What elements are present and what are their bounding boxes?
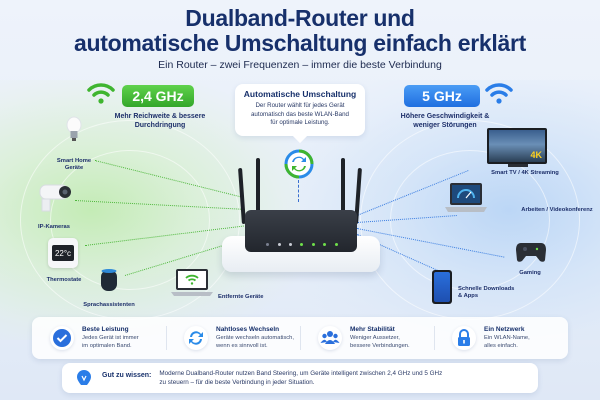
laptop-speed-icon xyxy=(445,183,487,212)
text-line: Ein WLAN-Name, xyxy=(484,335,530,341)
tip-box: Gut zu wissen: Moderne Dualband-Router n… xyxy=(62,363,538,393)
label-line: Geräte xyxy=(64,165,84,171)
label-line: & Apps xyxy=(458,293,479,299)
device-label-smart-home: Smart Home Geräte xyxy=(46,158,102,172)
desc-line: Höhere Geschwindigkeit & xyxy=(400,113,490,120)
device-label-remote-devices: Entfernte Geräte xyxy=(218,294,264,300)
band-steering-sync-icon xyxy=(284,149,314,179)
band-24ghz-description: Mehr Reichweite & bessere Durchdringung xyxy=(100,112,220,130)
tv-screen: 4K xyxy=(489,130,545,162)
router-led-panel xyxy=(262,238,342,250)
phone-screen xyxy=(434,272,450,302)
light-bulb-icon xyxy=(66,116,82,141)
connector-line xyxy=(298,180,299,202)
lightbulb-tip-icon xyxy=(77,370,91,385)
text-line: alles einfach. xyxy=(484,342,518,349)
signal-ring xyxy=(50,150,210,290)
feature-seamless-switching: Nahtloses Wechseln Geräte wechseln autom… xyxy=(166,317,300,359)
lock-icon xyxy=(452,326,476,350)
text-line: Weniger Aussetzer, xyxy=(350,335,400,341)
feature-more-stability: Mehr Stabilität Weniger Aussetzer, besse… xyxy=(300,317,434,359)
text-line: Moderne Dualband-Router nutzen Band Stee… xyxy=(159,370,443,377)
gamepad-icon xyxy=(516,243,546,262)
laptop-wifi-icon xyxy=(171,269,213,296)
features-bar: Beste Leistung Jedes Gerät ist immer im … xyxy=(32,317,568,359)
signal-ring xyxy=(390,150,550,290)
text-line: Geräte wechseln automatisch, xyxy=(216,335,294,341)
title-line-1: Dualband-Router und xyxy=(185,5,415,31)
led-indicator xyxy=(277,242,281,246)
thermostat-display: 22°c xyxy=(52,245,74,261)
device-label-work-video: Arbeiten / Videokonferenz xyxy=(521,207,593,213)
feature-text: Jedes Gerät ist immer im optimalen Band. xyxy=(82,335,139,350)
feature-best-performance: Beste Leistung Jedes Gerät ist immer im … xyxy=(32,317,166,359)
led-indicator xyxy=(289,242,293,246)
auto-switch-title: Automatische Umschaltung xyxy=(243,89,357,99)
device-label-downloads: Schnelle Downloads & Apps xyxy=(458,286,518,300)
device-label-voice-assistants: Sprachassistenten xyxy=(83,302,135,308)
router-antenna xyxy=(256,158,260,214)
page-title: Dualband-Router und automatische Umschal… xyxy=(0,6,600,56)
led-indicator xyxy=(323,242,327,246)
label-line: Schnelle Downloads xyxy=(458,286,515,292)
device-label-ip-cameras: IP-Kameras xyxy=(38,224,70,230)
feature-title: Beste Leistung xyxy=(82,326,129,333)
feature-title: Ein Netzwerk xyxy=(484,326,525,333)
4k-badge: 4K xyxy=(530,150,542,160)
tip-label: Gut zu wissen: xyxy=(102,372,152,379)
text-line: bessere Verbindungen. xyxy=(350,342,410,349)
auto-switch-text: Der Router wählt für jedes Gerät automat… xyxy=(235,102,365,128)
tip-text: Moderne Dualband-Router nutzen Band Stee… xyxy=(159,369,442,387)
band-5ghz-badge: 5 GHz xyxy=(404,85,480,107)
desc-line: weniger Störungen xyxy=(413,122,477,129)
smartphone-icon xyxy=(432,270,452,304)
checkmark-icon xyxy=(50,326,74,350)
feature-text: Ein WLAN-Name, alles einfach. xyxy=(484,335,530,350)
label-line: Smart Home xyxy=(56,158,92,164)
text-line: im optimalen Band. xyxy=(82,342,132,349)
band-5ghz-description: Höhere Geschwindigkeit & weniger Störung… xyxy=(380,112,510,130)
feature-text: Weniger Aussetzer, bessere Verbindungen. xyxy=(350,335,410,350)
text-line: automatisch das beste WLAN-Band xyxy=(250,110,350,118)
security-camera-icon xyxy=(39,184,71,212)
text-line: wenn es sinnvoll ist. xyxy=(216,342,268,349)
feature-title: Mehr Stabilität xyxy=(350,326,395,333)
text-line: Jedes Gerät ist immer xyxy=(82,335,139,341)
text-line: zu steuern – für die beste Verbindung in… xyxy=(159,379,315,386)
tv-icon: 4K xyxy=(487,128,547,164)
sync-icon xyxy=(184,326,208,350)
users-icon xyxy=(318,326,342,350)
device-label-gaming: Gaming xyxy=(519,270,541,276)
desc-line: Durchdringung xyxy=(134,122,186,129)
smart-speaker-icon xyxy=(101,269,117,291)
device-label-thermostats: Thermostate xyxy=(46,277,82,283)
feature-title: Nahtloses Wechseln xyxy=(216,326,280,333)
device-label-smart-tv: Smart TV / 4K Streaming xyxy=(491,170,559,176)
wifi-green-icon xyxy=(87,83,115,104)
desc-line: Mehr Reichweite & bessere xyxy=(114,113,206,120)
thermostat-icon: 22°c xyxy=(48,238,78,268)
band-24ghz-badge: 2,4 GHz xyxy=(122,85,194,107)
led-indicator xyxy=(334,242,338,246)
wifi-blue-icon xyxy=(485,83,513,104)
tv-stand xyxy=(508,164,528,167)
text-line: Der Router wählt für jedes Gerät xyxy=(255,102,345,109)
feature-one-network: Ein Netzwerk Ein WLAN-Name, alles einfac… xyxy=(434,317,568,359)
router-antenna xyxy=(341,158,345,214)
title-line-2: automatische Umschaltung einfach erklärt xyxy=(74,30,526,56)
led-indicator xyxy=(266,242,270,246)
text-line: für optimale Leistung. xyxy=(270,119,330,126)
feature-text: Geräte wechseln automatisch, wenn es sin… xyxy=(216,335,294,350)
led-indicator xyxy=(300,242,304,246)
led-indicator xyxy=(311,242,315,246)
auto-switch-callout: Automatische Umschaltung Der Router wähl… xyxy=(235,84,365,136)
page-subtitle: Ein Router – zwei Frequenzen – immer die… xyxy=(158,59,442,71)
